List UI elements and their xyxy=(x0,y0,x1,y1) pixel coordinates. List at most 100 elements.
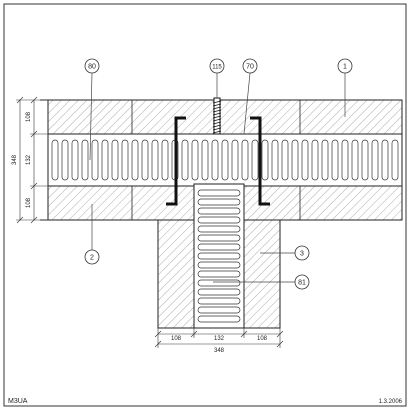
dim-left-132: 132 xyxy=(26,154,32,165)
insulation-loop xyxy=(81,139,89,181)
screw-thread xyxy=(212,124,222,128)
insulation-loop xyxy=(291,139,299,181)
insulation-loop xyxy=(391,139,399,181)
dim-left-total: 348 xyxy=(12,154,18,165)
dim-bottom-108-right: 108 xyxy=(257,336,268,342)
insulation-loop xyxy=(197,315,241,323)
screw-thread xyxy=(212,127,222,131)
insulation-loop xyxy=(261,139,269,181)
dim-bottom-total: 348 xyxy=(214,348,225,354)
insulation-loop xyxy=(311,139,319,181)
svg-text:81: 81 xyxy=(298,280,306,287)
svg-text:80: 80 xyxy=(88,64,96,71)
insulation-loop xyxy=(381,139,389,181)
insulation-loop xyxy=(151,139,159,181)
insulation-loop xyxy=(201,139,209,181)
insulation-loop xyxy=(197,261,241,269)
insulation-loop xyxy=(361,139,369,181)
screw-thread xyxy=(212,103,222,107)
insulation-loop xyxy=(197,207,241,215)
insulation-loop xyxy=(211,139,219,181)
svg-text:115: 115 xyxy=(212,65,222,71)
insulation-loop xyxy=(111,139,119,181)
insulation-loop xyxy=(251,139,259,181)
screw-thread xyxy=(212,112,222,116)
callout-1: 1 xyxy=(337,58,353,74)
insulation-loop xyxy=(141,139,149,181)
insulation-loop xyxy=(197,243,241,251)
insulation-loop xyxy=(197,225,241,233)
insulation-loop xyxy=(371,139,379,181)
insulation-loop xyxy=(301,139,309,181)
insulation-loop xyxy=(197,234,241,242)
steel-angle-left xyxy=(166,116,186,206)
screw-thread xyxy=(212,106,222,110)
insulation-loop xyxy=(197,270,241,278)
cross-wall-insulation-core xyxy=(193,183,245,329)
screw-anchor xyxy=(212,97,222,135)
insulation-loop xyxy=(221,139,229,181)
screw-thread xyxy=(212,130,222,134)
insulation-loop xyxy=(191,139,199,181)
insulation-loop xyxy=(271,139,279,181)
screw-thread xyxy=(212,118,222,122)
screw-thread xyxy=(212,121,222,125)
callout-70: 70 xyxy=(242,58,258,74)
insulation-loop xyxy=(91,139,99,181)
cross-wall-insulation-pattern xyxy=(197,189,241,323)
insulation-loop xyxy=(351,139,359,181)
cross-wall-right-layer xyxy=(243,219,281,329)
steel-angle-right xyxy=(250,116,270,206)
insulation-loop xyxy=(71,139,79,181)
dim-left-108-bottom: 108 xyxy=(26,197,32,208)
insulation-loop xyxy=(197,306,241,314)
screw-thread xyxy=(212,109,222,113)
svg-text:70: 70 xyxy=(246,64,254,71)
insulation-loop xyxy=(197,198,241,206)
insulation-loop xyxy=(197,288,241,296)
insulation-loop xyxy=(61,139,69,181)
insulation-loop xyxy=(197,279,241,287)
insulation-loop xyxy=(131,139,139,181)
insulation-loop xyxy=(341,139,349,181)
dimension-bottom xyxy=(154,328,284,348)
callout-80: 80 xyxy=(84,58,100,74)
dim-left-108-top: 108 xyxy=(26,111,32,122)
insulation-loop xyxy=(101,139,109,181)
leader-lines xyxy=(89,72,346,283)
dim-bottom-108-left: 108 xyxy=(171,336,182,342)
wall-top-layer xyxy=(47,99,403,135)
insulation-loop xyxy=(197,216,241,224)
cross-wall-left-layer xyxy=(157,219,195,329)
insulation-loop xyxy=(241,139,249,181)
drawing-code: M3UA xyxy=(8,398,28,405)
insulation-loop xyxy=(181,139,189,181)
insulation-loop xyxy=(331,139,339,181)
dim-bottom-132: 132 xyxy=(214,336,225,342)
screw-thread xyxy=(212,100,222,104)
screw-thread xyxy=(212,115,222,119)
insulation-loop xyxy=(321,139,329,181)
insulation-loop xyxy=(161,139,169,181)
callout-2: 2 xyxy=(84,249,100,265)
svg-text:3: 3 xyxy=(300,251,304,258)
svg-text:2: 2 xyxy=(90,255,94,262)
callout-81: 81 xyxy=(294,274,310,290)
insulation-loop xyxy=(281,139,289,181)
dimension-left xyxy=(16,96,48,224)
insulation-loop xyxy=(121,139,129,181)
callout-3: 3 xyxy=(294,245,310,261)
sheet-frame xyxy=(3,3,407,407)
svg-text:1: 1 xyxy=(343,64,347,71)
insulation-loop xyxy=(197,252,241,260)
insulation-loop xyxy=(231,139,239,181)
insulation-loop xyxy=(197,189,241,197)
insulation-pattern xyxy=(51,139,399,181)
wall-insulation-core xyxy=(47,133,403,187)
insulation-loop xyxy=(51,139,59,181)
drawing-date: 1.3.2006 xyxy=(379,399,403,405)
callout-115: 115 xyxy=(209,58,225,74)
insulation-loop xyxy=(197,297,241,305)
